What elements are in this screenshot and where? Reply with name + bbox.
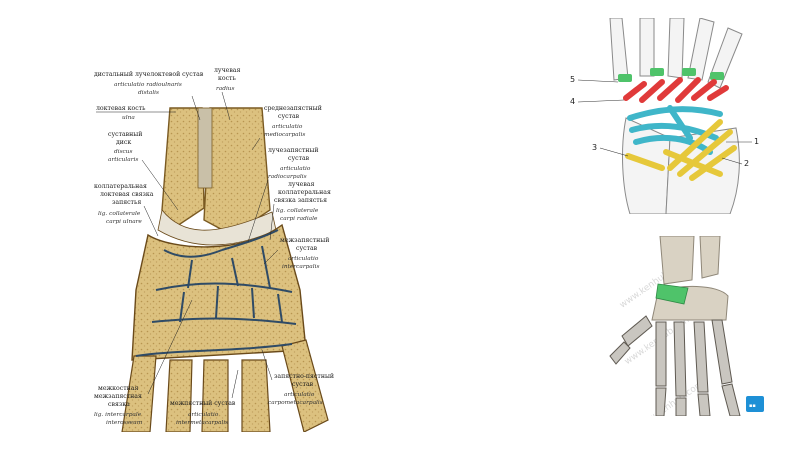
thumb-metacarpal (621, 315, 653, 347)
label-articular-disc: суставный диск discus articularis (108, 131, 179, 211)
label-ulnar-collateral-ligament: коллатеральная локтевая связка запястья … (94, 183, 159, 237)
label-radial-collateral-ligament: лучевая коллатеральная связка запястья l… (269, 181, 331, 241)
svg-text:4: 4 (570, 97, 575, 106)
svg-text:3: 3 (592, 143, 597, 152)
metacarpal-4 (693, 321, 709, 393)
svg-text:связка: связка (108, 401, 130, 408)
label-distal-radioulnar-joint: дистальный лучелоктевой сустав articulat… (94, 71, 204, 121)
metacarpal-3 (673, 321, 687, 397)
svg-text:локтевая кость: локтевая кость (96, 105, 146, 112)
svg-text:диск: диск (116, 139, 131, 146)
svg-text:2: 2 (744, 159, 749, 168)
svg-text:radiocarpalis: radiocarpalis (268, 174, 307, 180)
svg-text:lig. collaterale: lig. collaterale (98, 211, 141, 217)
svg-text:5: 5 (570, 75, 575, 84)
svg-text:межкостная: межкостная (98, 385, 138, 392)
svg-text:articulatio: articulatio (272, 124, 303, 130)
label-carpometacarpal-joint: запястно-пястный сустав articulatio carp… (261, 349, 334, 406)
label-radiocarpal-joint: лучезапястный сустав articulatio radioca… (247, 147, 318, 243)
svg-text:коллатеральная: коллатеральная (278, 189, 331, 196)
metacarpal-5 (711, 319, 733, 385)
svg-text:запястья: запястья (112, 199, 141, 206)
label-mediocarpal-joint: среднезапястный сустав articulatio medio… (251, 105, 322, 151)
svg-text:межпястный сустав: межпястный сустав (170, 400, 236, 407)
svg-text:lig. intercarpale: lig. intercarpale (94, 412, 142, 418)
metacarpal-outline (609, 18, 629, 81)
red-ligaments (623, 77, 729, 103)
metacarpal-4 (165, 359, 193, 432)
metacarpal-5 (121, 355, 157, 432)
svg-text:carpometacarpalis: carpometacarpalis (268, 400, 323, 406)
carpometacarpal-joint-line (135, 343, 293, 357)
svg-text:articulatio: articulatio (188, 412, 219, 418)
hand-skeleton-drawing: www.kenhub.com www.kenhub.com www.kenhub… (608, 236, 770, 416)
green-ligaments (618, 68, 724, 82)
svg-text:дистальный лучелоктевой сустав: дистальный лучелоктевой сустав (94, 71, 204, 78)
svg-text:articulatio: articulatio (288, 256, 319, 262)
svg-text:сустав: сустав (292, 381, 314, 388)
svg-text:межзапястный: межзапястный (280, 237, 329, 244)
metacarpal-1 (281, 339, 329, 432)
label-interosseous-intercarpal-ligament: межкостная межзапястная связка lig. inte… (94, 299, 193, 426)
label-intercarpal-joint: межзапястный сустав articulatio intercar… (263, 237, 329, 270)
svg-text:interosseum: interosseum (106, 420, 143, 426)
svg-text:carpi radiale: carpi radiale (280, 216, 318, 222)
wrist-ligaments-illustration: 5 4 3 1 2 (570, 18, 762, 214)
svg-text:mediocarpalis: mediocarpalis (264, 132, 305, 138)
svg-text:▪▪: ▪▪ (749, 403, 756, 409)
kenhub-logo-icon (746, 396, 764, 412)
svg-text:среднезапястный: среднезапястный (264, 105, 322, 112)
midcarpal-joint-line (155, 282, 293, 293)
ulna-bone (161, 107, 205, 229)
ulna-bone (699, 236, 721, 279)
svg-text:articulatio: articulatio (284, 392, 315, 398)
svg-text:локтевая связка: локтевая связка (100, 191, 154, 198)
metacarpal-2 (241, 359, 271, 432)
svg-text:сустав: сустав (288, 155, 310, 162)
svg-text:сустав: сустав (296, 245, 318, 252)
metacarpal-3 (201, 359, 229, 432)
svg-text:сустав: сустав (278, 113, 300, 120)
svg-text:radius: radius (216, 86, 235, 92)
svg-text:связка запястья: связка запястья (274, 197, 327, 204)
svg-text:лучевая: лучевая (214, 67, 240, 74)
svg-text:carpi ulnare: carpi ulnare (106, 219, 142, 225)
svg-text:лучезапястный: лучезапястный (268, 147, 318, 154)
radius-bone (203, 107, 271, 236)
label-radius: лучевая кость radius (214, 67, 240, 121)
svg-text:ulna: ulna (122, 115, 135, 121)
wrist-joints-illustration: дистальный лучелоктевой сустав articulat… (92, 60, 350, 432)
wrist-joints-drawing: дистальный лучелоктевой сустав articulat… (94, 67, 334, 432)
svg-text:межзапястная: межзапястная (94, 393, 142, 400)
radius-bone (659, 236, 695, 285)
svg-text:articulatio radioulnaris: articulatio radioulnaris (114, 82, 182, 88)
interosseous-area (197, 107, 213, 189)
svg-text:1: 1 (754, 137, 759, 146)
svg-text:запястно-пястный: запястно-пястный (274, 373, 334, 380)
label-intermetacarpal-joint: межпястный сустав articulatio intermetac… (170, 369, 239, 426)
hand-skeleton-illustration: www.kenhub.com www.kenhub.com www.kenhub… (608, 236, 770, 416)
metacarpal-2 (655, 321, 667, 387)
svg-text:lig. collaterale: lig. collaterale (276, 208, 319, 214)
label-ulna: локтевая кость ulna (96, 105, 176, 121)
wrist-ligaments-drawing: 5 4 3 1 2 (570, 18, 759, 214)
svg-text:кость: кость (218, 75, 236, 82)
yellow-ligaments (625, 119, 737, 181)
highlighted-ligament (655, 283, 689, 305)
svg-text:intercarpalis: intercarpalis (282, 264, 319, 270)
svg-text:intermetacarpalis: intermetacarpalis (176, 420, 228, 426)
svg-text:суставный: суставный (108, 131, 142, 138)
radiocarpal-joint-line (163, 249, 223, 258)
svg-text:discus: discus (114, 149, 133, 155)
svg-text:distalis: distalis (138, 90, 159, 96)
number-labels: 5 4 3 1 2 (570, 75, 759, 168)
svg-text:лучевая: лучевая (288, 181, 314, 188)
carpal-bones (131, 223, 307, 361)
svg-text:articularis: articularis (108, 157, 138, 163)
svg-text:articulatio: articulatio (280, 166, 311, 172)
svg-text:коллатеральная: коллатеральная (94, 183, 147, 190)
